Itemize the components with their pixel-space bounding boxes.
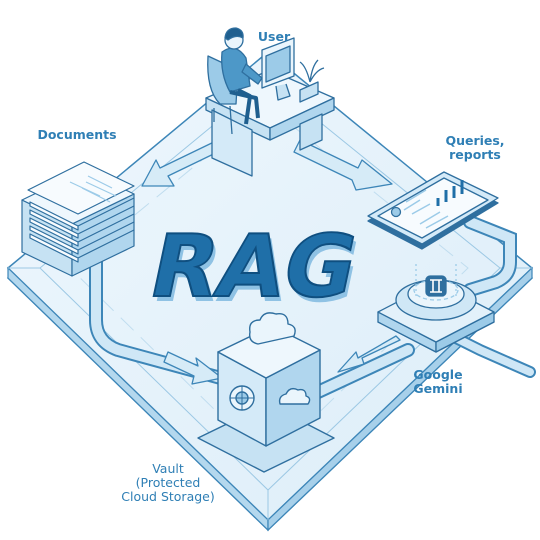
vault-safe-icon	[197, 312, 335, 473]
rag-title-text: RAG	[150, 216, 366, 317]
gemini-label: Google Gemini	[398, 368, 478, 396]
vault-label-line2: (Protected	[135, 475, 201, 490]
arrow-icon	[141, 139, 401, 385]
vault-label-line3: Cloud Storage)	[121, 489, 215, 504]
documents-label: Documents	[37, 127, 117, 142]
rag-title-shadow: RAG	[150, 221, 369, 322]
cloud-icon	[248, 312, 296, 345]
document-stack-icon	[21, 161, 135, 277]
queries-label: Queries, reports	[430, 134, 520, 162]
gemini-label-line1: Google	[413, 367, 463, 382]
rag-title: RAG RAG	[150, 215, 369, 322]
tablet-report-icon	[367, 171, 499, 250]
cloud-icon	[278, 387, 311, 405]
gemini-label-line2: Gemini	[413, 381, 463, 396]
queries-label-line1: Queries,	[445, 133, 505, 148]
vault-label-line1: Vault	[152, 461, 184, 476]
gemini-zodiac-icon	[377, 264, 495, 353]
vault-label: Vault (Protected Cloud Storage)	[108, 462, 228, 504]
user-label: User	[257, 29, 291, 44]
queries-label-line2: reports	[449, 147, 501, 162]
user-at-desk-icon	[205, 27, 335, 177]
